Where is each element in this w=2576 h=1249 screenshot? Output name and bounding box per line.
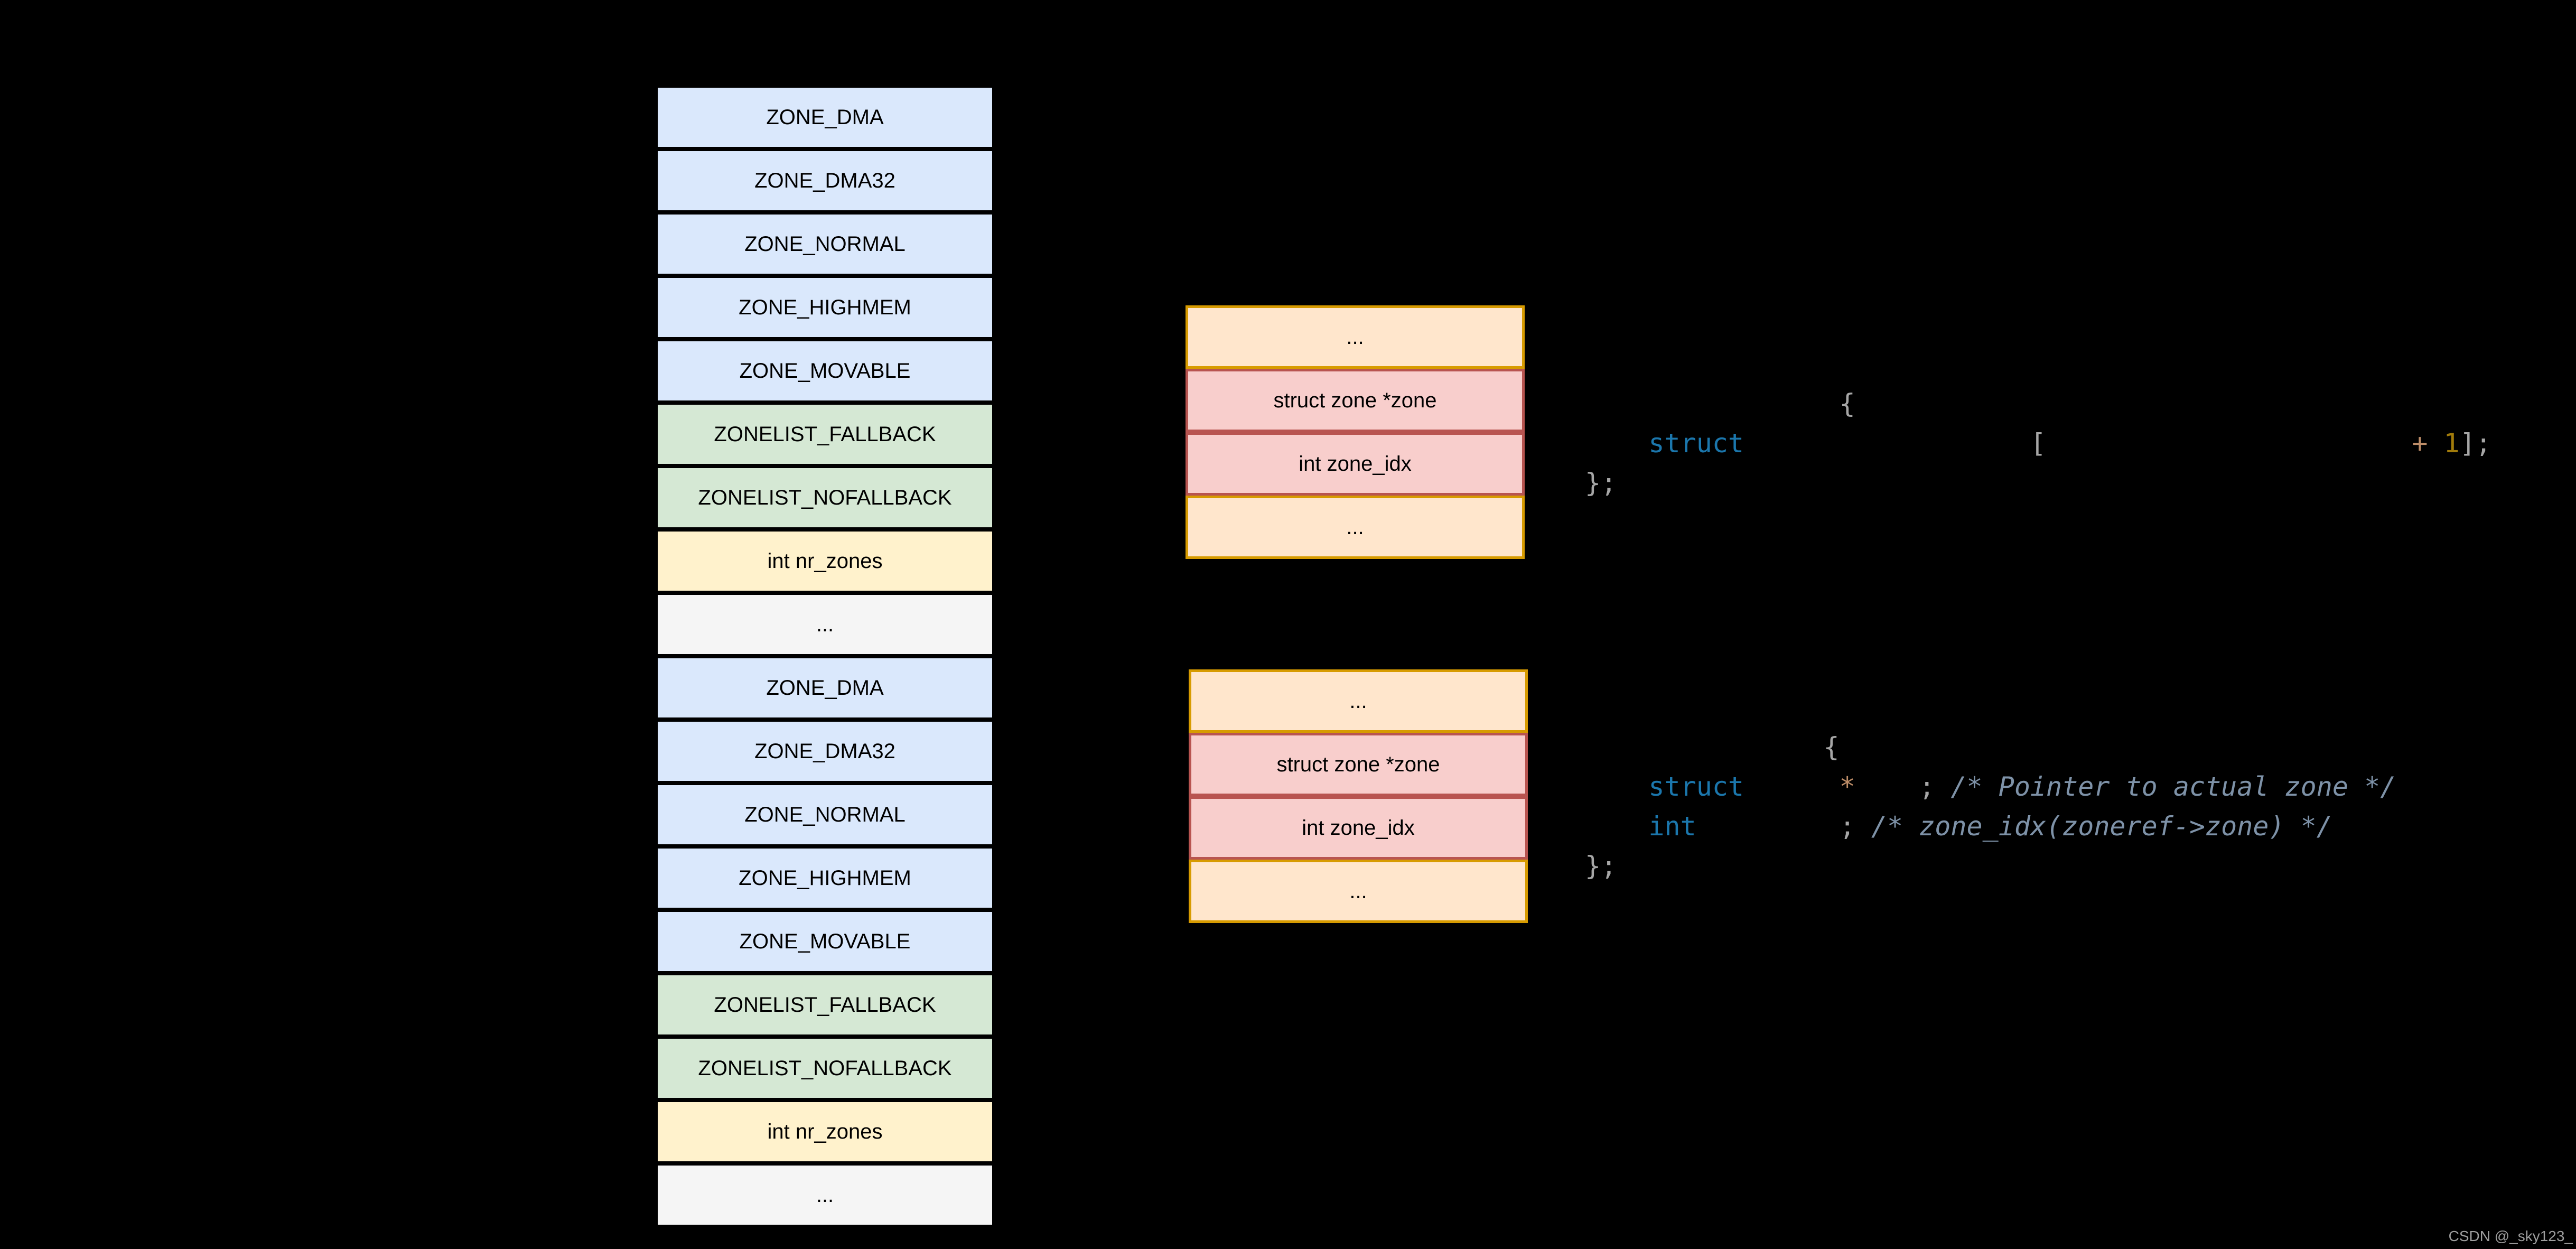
code-token bbox=[1585, 428, 1648, 459]
code-token bbox=[1935, 771, 1950, 802]
code-token bbox=[1585, 771, 1648, 802]
code-token: { bbox=[1839, 388, 1855, 419]
zonelist-row-zone-normal-2: ZONE_NORMAL bbox=[656, 783, 994, 846]
code-token: zone_idx bbox=[1696, 811, 1840, 842]
code-token: zone bbox=[1744, 771, 1840, 802]
code-token: + bbox=[2412, 428, 2428, 459]
zoneref1-row-ellipsis-top: ... bbox=[1186, 305, 1525, 369]
code-token: struct bbox=[1648, 771, 1744, 802]
code-token: int bbox=[1648, 811, 1696, 842]
code-token: { bbox=[1823, 732, 1840, 762]
code-token: ]; bbox=[2459, 428, 2491, 459]
zoneref-box-2: ... struct zone *zone int zone_idx ... bbox=[1189, 669, 1528, 923]
code-line: struct zoneref { bbox=[1585, 728, 2396, 767]
code-comment: /* zone_idx(zoneref->zone) */ bbox=[1871, 811, 2332, 842]
zoneref1-row-zone-pointer: struct zone *zone bbox=[1186, 369, 1525, 432]
csdn-watermark: CSDN @_sky123_ bbox=[2448, 1228, 2573, 1244]
zonelist-row-nr-zones: int nr_zones bbox=[656, 529, 994, 593]
zonelist-row-zone-dma-2: ZONE_DMA bbox=[656, 656, 994, 720]
code-line: }; bbox=[1585, 846, 2396, 886]
zonelist-row-zone-movable-2: ZONE_MOVABLE bbox=[656, 910, 994, 973]
zoneref2-row-zone-idx: int zone_idx bbox=[1189, 796, 1528, 860]
code-token: struct zonelist bbox=[1585, 388, 1840, 419]
zonelist-row-zone-normal: ZONE_NORMAL bbox=[656, 212, 994, 276]
code-line: int zone_idx; /* zone_idx(zoneref->zone)… bbox=[1585, 807, 2396, 846]
code-token bbox=[1855, 811, 1871, 842]
code-token: [ bbox=[2030, 428, 2047, 459]
zonelist-row-zonelist-fallback: ZONELIST_FALLBACK bbox=[656, 403, 994, 466]
zoneref-box-1: ... struct zone *zone int zone_idx ... bbox=[1186, 305, 1525, 559]
code-token: zoneref _zonerefs bbox=[1744, 428, 2030, 459]
zoneref1-row-zone-idx: int zone_idx bbox=[1186, 432, 1525, 496]
zonelist-row-zone-dma32-2: ZONE_DMA32 bbox=[656, 720, 994, 783]
code-token: }; bbox=[1585, 468, 1617, 498]
code-line: struct zonelist { bbox=[1585, 384, 2491, 424]
code-token: ; bbox=[1839, 811, 1855, 842]
code-block-zoneref: struct zoneref { struct zone *zone; /* P… bbox=[1585, 728, 2396, 886]
code-line: }; bbox=[1585, 463, 2491, 503]
code-token: struct bbox=[1648, 428, 1744, 459]
code-token: zone bbox=[1855, 771, 1919, 802]
zonelist-row-zonelist-fallback-2: ZONELIST_FALLBACK bbox=[656, 973, 994, 1037]
code-line: struct zone *zone; /* Pointer to actual … bbox=[1585, 767, 2396, 807]
code-token: 1 bbox=[2443, 428, 2460, 459]
code-token bbox=[1585, 811, 1648, 842]
code-token: ; bbox=[1919, 771, 1935, 802]
code-token: * bbox=[1839, 771, 1855, 802]
zoneref2-row-ellipsis-top: ... bbox=[1189, 669, 1528, 733]
code-comment: /* Pointer to actual zone */ bbox=[1950, 771, 2396, 802]
zonelist-row-ellipsis-2: ... bbox=[656, 1163, 994, 1227]
zonelist-row-zone-highmem: ZONE_HIGHMEM bbox=[656, 276, 994, 339]
zonelist-row-zone-movable: ZONE_MOVABLE bbox=[656, 339, 994, 403]
zonelist-row-ellipsis: ... bbox=[656, 593, 994, 656]
zoneref2-row-ellipsis-bottom: ... bbox=[1189, 860, 1528, 923]
code-token: MAX_ZONES_PER_ZONELIST bbox=[2046, 428, 2412, 459]
code-token bbox=[2428, 428, 2443, 459]
zoneref2-row-zone-pointer: struct zone *zone bbox=[1189, 733, 1528, 796]
zonelist-row-zonelist-nofallback: ZONELIST_NOFALLBACK bbox=[656, 466, 994, 529]
zonelist-row-zone-dma32: ZONE_DMA32 bbox=[656, 149, 994, 212]
code-line: struct zoneref _zonerefs[MAX_ZONES_PER_Z… bbox=[1585, 424, 2491, 463]
zonelist-row-zonelist-nofallback-2: ZONELIST_NOFALLBACK bbox=[656, 1037, 994, 1100]
zonelist-column: ZONE_DMA ZONE_DMA32 ZONE_NORMAL ZONE_HIG… bbox=[656, 86, 994, 1227]
zonelist-row-nr-zones-2: int nr_zones bbox=[656, 1100, 994, 1163]
zonelist-row-zone-highmem-2: ZONE_HIGHMEM bbox=[656, 846, 994, 910]
code-token: }; bbox=[1585, 851, 1617, 881]
code-block-zonelist: struct zonelist { struct zoneref _zonere… bbox=[1585, 384, 2491, 503]
zoneref1-row-ellipsis-bottom: ... bbox=[1186, 496, 1525, 559]
zonelist-row-zone-dma: ZONE_DMA bbox=[656, 86, 994, 149]
code-token: struct zoneref bbox=[1585, 732, 1824, 762]
